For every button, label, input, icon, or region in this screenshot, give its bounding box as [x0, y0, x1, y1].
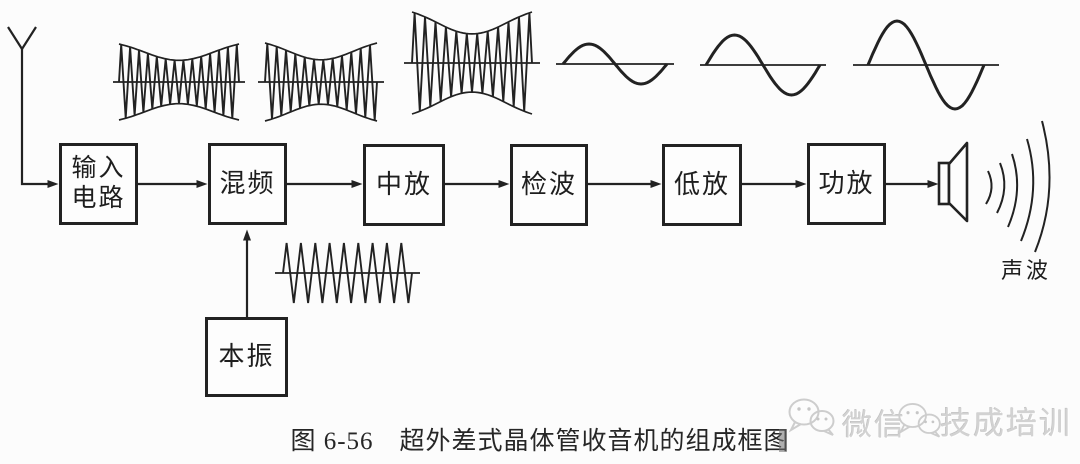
block-if-amplifier-label: 中放 — [375, 170, 432, 200]
block-input-circuit-label: 输入 电路 — [71, 154, 126, 213]
antenna-icon — [7, 26, 59, 188]
block-if-amplifier: 中放 — [363, 144, 445, 226]
block-power-amplifier-label: 功放 — [818, 169, 875, 199]
block-local-oscillator-label: 本振 — [218, 342, 275, 372]
sine-waveform-power-amp-out — [853, 19, 999, 111]
block-local-oscillator: 本振 — [205, 317, 288, 397]
block-input-circuit: 输入 电路 — [59, 143, 138, 225]
block-detector-label: 检波 — [520, 170, 577, 200]
antenna-v-icon — [7, 26, 37, 50]
sine-waveform-detector-out — [556, 42, 674, 86]
sine-waveform-low-amp-out — [700, 33, 826, 97]
sound-wave-arcs-icon — [985, 120, 1051, 253]
block-low-freq-amplifier: 低放 — [662, 144, 742, 226]
block-mixer-label: 混频 — [219, 169, 276, 199]
block-mixer: 混频 — [208, 143, 287, 225]
figure-caption: 图 6-56 超外差式晶体管收音机的组成框图 — [290, 428, 790, 455]
am-waveform-antenna — [113, 43, 245, 121]
speaker-icon — [937, 141, 969, 223]
antenna-feed-line — [20, 49, 59, 188]
sound-wave-label: 声波 — [1001, 258, 1052, 283]
block-detector: 检波 — [510, 144, 588, 226]
am-waveform-mixer-input — [258, 42, 384, 122]
block-low-freq-amplifier-label: 低放 — [673, 170, 730, 200]
osc-waveform-local-oscillator — [275, 242, 420, 304]
signal-flow-arrows — [138, 180, 939, 317]
block-power-amplifier: 功放 — [807, 143, 886, 225]
am-waveform-if — [404, 11, 540, 115]
